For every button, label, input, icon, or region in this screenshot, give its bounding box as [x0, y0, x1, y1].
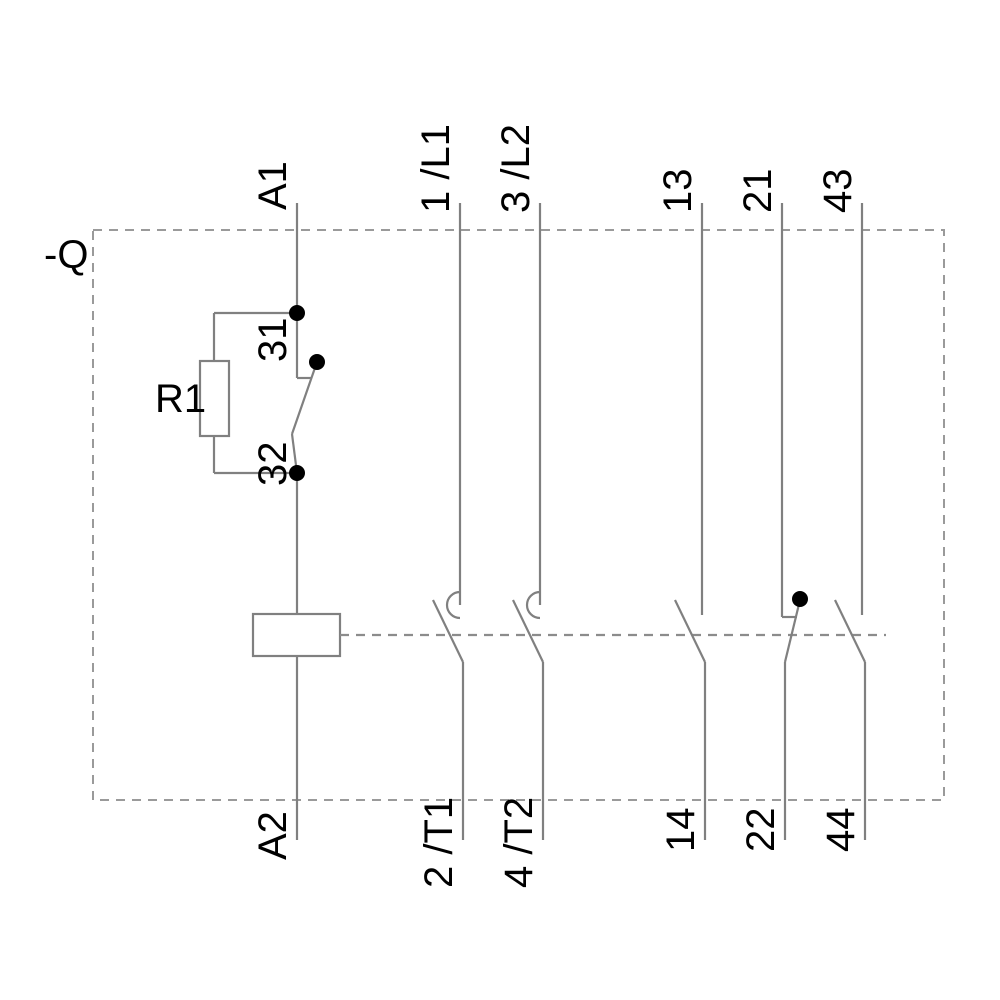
changeover-moving-blade — [290, 361, 319, 435]
label-aux43-bottom: 44 — [819, 808, 863, 853]
pole-aux-21-22 — [780, 203, 808, 840]
pole-aux-13-14 — [674, 203, 707, 840]
pole1-contact-blade — [432, 599, 464, 663]
label-r1-component: R1 — [155, 377, 206, 421]
label-coil-a2: A2 — [251, 811, 295, 860]
pole2-arc-quench-symbol — [525, 590, 541, 620]
label-aux13-top: 13 — [656, 169, 700, 214]
pole-aux-43-44 — [834, 203, 867, 840]
device-designation-label: -Q — [44, 233, 88, 277]
aux21-contact-blade — [783, 599, 802, 663]
device-enclosure-dashed-box — [92, 229, 945, 801]
pole-main-1 — [432, 203, 465, 840]
pole2-contact-blade — [512, 599, 544, 663]
label-terminal-32: 32 — [251, 442, 295, 487]
r1-resistor-body — [198, 359, 231, 438]
label-coil-a1: A1 — [251, 161, 295, 210]
label-aux21-top: 21 — [736, 169, 780, 214]
coil-symbol-rectangle — [251, 612, 342, 658]
label-pole1-bottom: 2 /T1 — [417, 797, 461, 888]
suppressor-network-r1 — [198, 305, 325, 481]
pole-main-2 — [512, 203, 545, 840]
aux21-fixed-contact-dot — [792, 591, 808, 607]
junction-dot-31 — [289, 305, 305, 321]
label-pole2-bottom: 4 /T2 — [497, 797, 541, 888]
aux13-contact-blade — [674, 599, 706, 663]
aux43-contact-blade — [834, 599, 866, 663]
label-aux21-bottom: 22 — [739, 808, 783, 853]
label-aux43-top: 43 — [816, 169, 860, 214]
label-terminal-31: 31 — [251, 318, 295, 363]
junction-dot-32 — [289, 465, 305, 481]
label-pole1-top: 1 /L1 — [414, 124, 458, 213]
coil-branch — [251, 203, 342, 840]
label-pole2-top: 3 /L2 — [494, 124, 538, 213]
label-aux13-bottom: 14 — [659, 808, 703, 853]
fixed-contact-dot-changeover — [309, 354, 325, 370]
pole1-arc-quench-symbol — [445, 590, 461, 620]
